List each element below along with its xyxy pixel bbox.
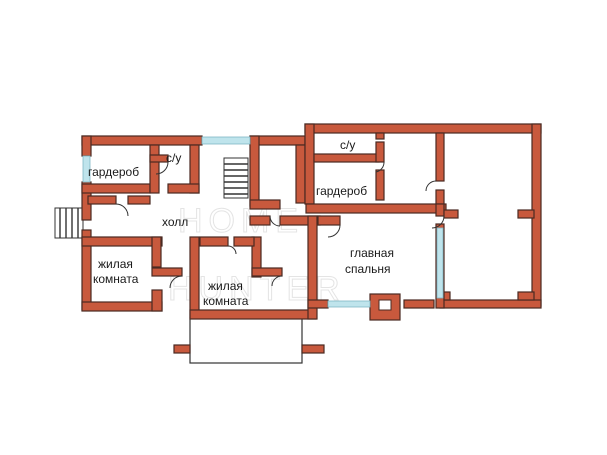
room-labels: гардероб с/у холл жилая комната жилая ко… [88,138,394,308]
walls [81,123,542,321]
entry-steps [54,207,84,239]
label-living2-line2: комната [203,294,249,308]
label-living1-line1: жилая [98,257,133,271]
door-swings [115,161,445,289]
bottom-porch [173,317,325,364]
label-hall: холл [162,215,188,229]
label-living1-line2: комната [93,272,139,286]
label-master-line2: спальня [345,262,391,276]
label-bath-right: с/у [340,138,355,152]
label-wardrobe-left: гардероб [88,165,139,179]
label-master-line1: главная [350,246,394,260]
label-wardrobe-right: гардероб [316,184,367,198]
label-living2-line1: жилая [208,279,243,293]
windows [82,136,444,308]
staircase [223,157,249,199]
label-bath-left: с/у [166,151,181,165]
